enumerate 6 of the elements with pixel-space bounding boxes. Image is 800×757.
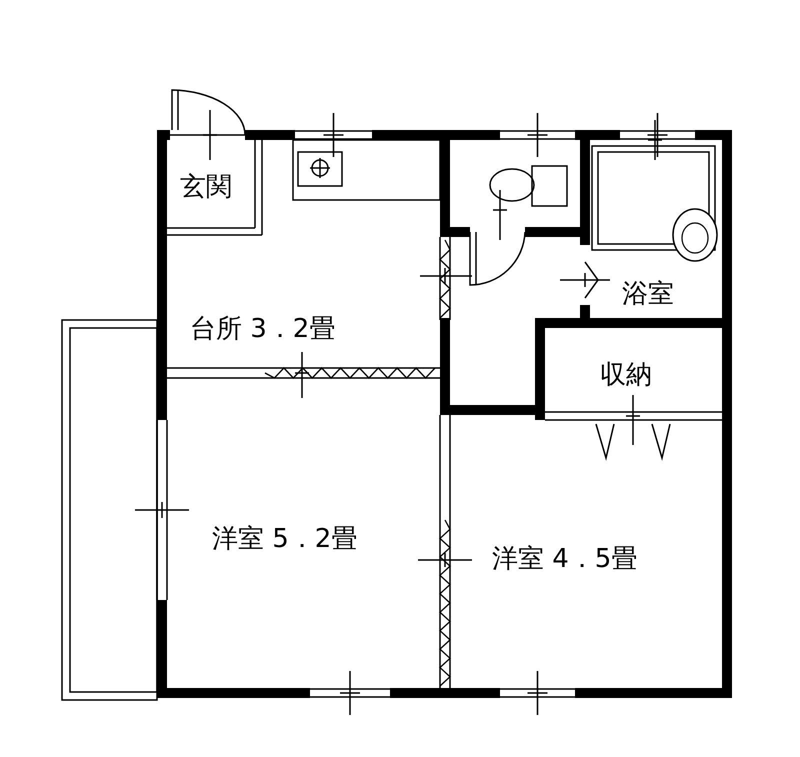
room-label: 収納 — [600, 362, 652, 388]
room-label: 台所 3．2畳 — [190, 316, 336, 342]
room-label: 浴室 — [622, 281, 674, 307]
room-label: 玄関 — [180, 174, 232, 200]
room-label: 洋室 4．5畳 — [492, 546, 638, 572]
room-label: 洋室 5．2畳 — [212, 526, 358, 552]
